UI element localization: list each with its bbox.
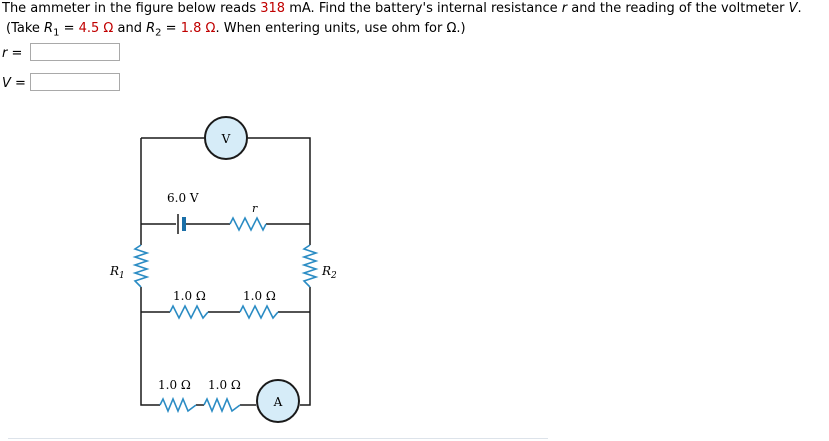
question-line-2: (Take R1 = 4.5 Ω and R2 = 1.8 Ω. When en… (6, 21, 466, 39)
answer-row-r: r = (2, 43, 120, 61)
wire (300, 287, 311, 406)
r1-subscript: 1 (53, 27, 60, 39)
v-answer-input[interactable] (30, 73, 120, 91)
wire (140, 287, 160, 406)
r-symbol: r (561, 1, 568, 16)
resistor-mid-right-zigzag (239, 304, 279, 320)
question-text: and (113, 21, 147, 36)
answer-row-v: V = (2, 73, 120, 91)
battery-plate-short (182, 217, 186, 231)
battery-label: 6.0 V (167, 191, 199, 205)
r-answer-label: r = (2, 46, 23, 61)
resistor-r-zigzag (229, 216, 267, 232)
divider (8, 438, 548, 439)
voltmeter-label: V (221, 132, 231, 146)
r-answer-input[interactable] (30, 43, 120, 61)
question-text: = (161, 21, 181, 36)
res-mid-left-label: 1.0 Ω (173, 289, 206, 303)
r1-label: R1 (109, 264, 125, 281)
r1-value: 4.5 Ω (78, 21, 114, 36)
r2-label: R2 (321, 264, 337, 281)
res-bot-left-label: 1.0 Ω (158, 378, 191, 392)
question-line-1: The ammeter in the figure below reads 31… (2, 1, 802, 16)
voltmeter-icon (204, 116, 248, 160)
resistor-bot-left-zigzag (159, 396, 197, 414)
ammeter-icon (256, 379, 300, 423)
question-text: = (59, 21, 79, 36)
resistor-r2-zigzag (301, 244, 319, 288)
r2-value: 1.8 Ω (180, 21, 216, 36)
resistor-mid-left-zigzag (169, 304, 209, 320)
v-symbol: V (788, 1, 798, 16)
r2-symbol: R (146, 21, 156, 36)
question-text: . (797, 1, 802, 16)
v-answer-label: V = (2, 76, 26, 91)
resistor-bot-right-zigzag (203, 396, 241, 414)
r2-subscript: 2 (155, 27, 162, 39)
internal-resistance-label: r (252, 202, 258, 215)
res-bot-right-label: 1.0 Ω (208, 378, 241, 392)
res-mid-right-label: 1.0 Ω (243, 289, 276, 303)
question-text: mA. Find the battery's internal resistan… (285, 1, 562, 16)
current-value: 318 (260, 1, 286, 16)
question-text: The ammeter in the figure below reads (2, 1, 261, 16)
ammeter-label: A (273, 395, 283, 409)
wire (248, 137, 311, 245)
r1-symbol: R (44, 21, 54, 36)
question-text: . When entering units, use ohm for Ω.) (215, 21, 466, 36)
question-text: and the reading of the voltmeter (567, 1, 789, 16)
question-text: (Take (6, 21, 45, 36)
resistor-r1-zigzag (132, 244, 150, 288)
